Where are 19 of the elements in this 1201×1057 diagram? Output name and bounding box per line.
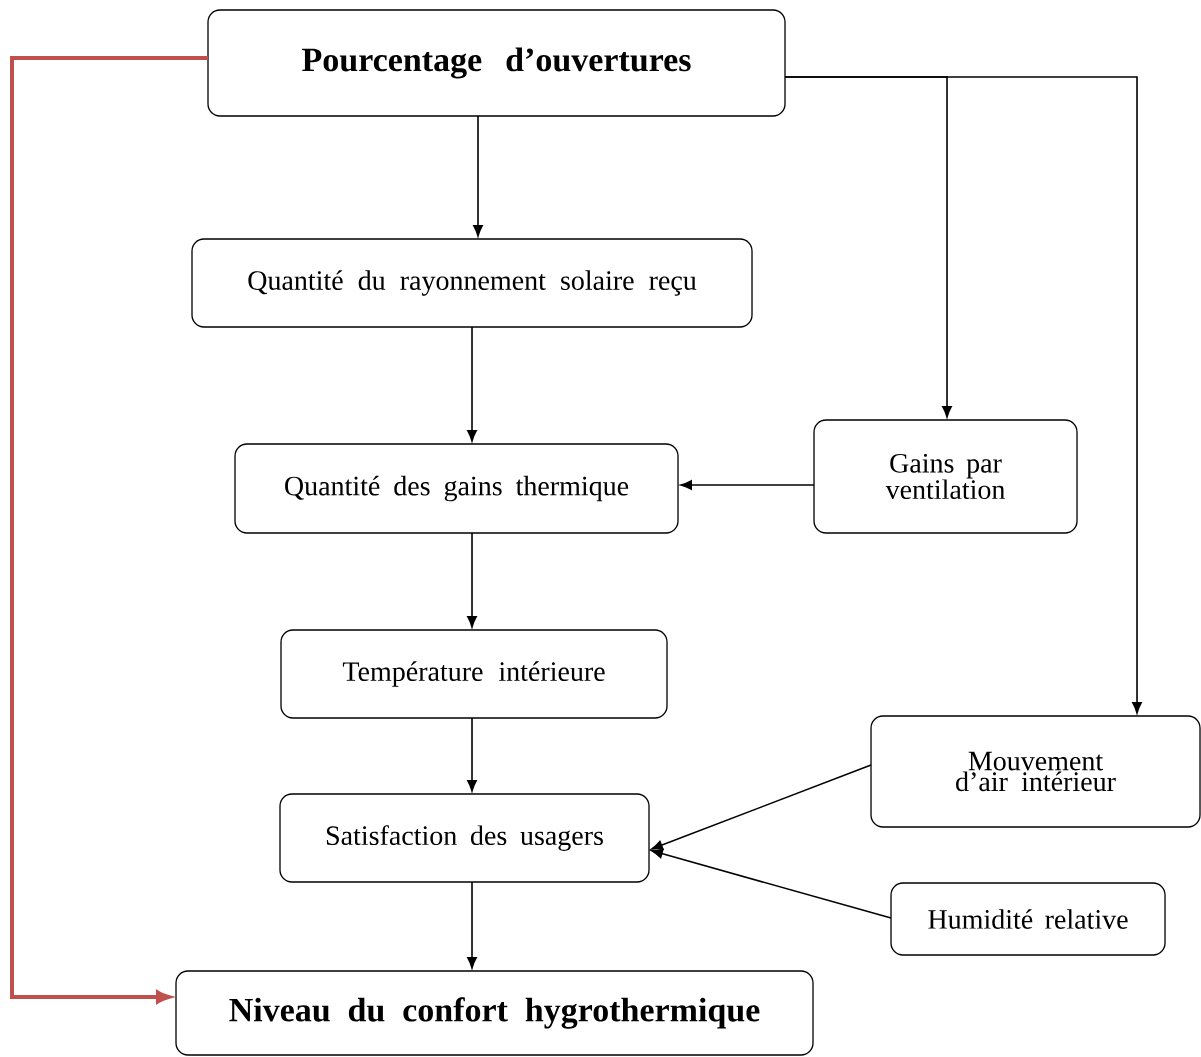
process-box: Température intérieure	[280, 629, 668, 719]
arrow	[467, 717, 477, 792]
arrow	[680, 480, 815, 490]
process-box: Quantité des gains thermique	[234, 443, 679, 534]
process-box: Gains par ventilation	[813, 419, 1078, 534]
process-box: Pourcentage d’ouvertures	[207, 9, 786, 117]
arrow	[651, 848, 892, 919]
process-box: Niveau du confort hygrothermique	[175, 970, 814, 1056]
process-box: Quantité du rayonnement solaire reçu	[191, 238, 753, 328]
arrow	[467, 326, 477, 442]
arrow	[10, 56, 208, 1004]
arrow	[467, 532, 477, 628]
arrow	[651, 764, 872, 850]
arrow	[467, 881, 477, 969]
process-box: Satisfaction des usagers	[279, 793, 650, 883]
arrow	[784, 76, 1142, 714]
process-box: Humidité relative	[890, 882, 1166, 956]
arrow	[473, 115, 483, 237]
process-box: Mouvement d’air intérieur	[870, 715, 1201, 828]
